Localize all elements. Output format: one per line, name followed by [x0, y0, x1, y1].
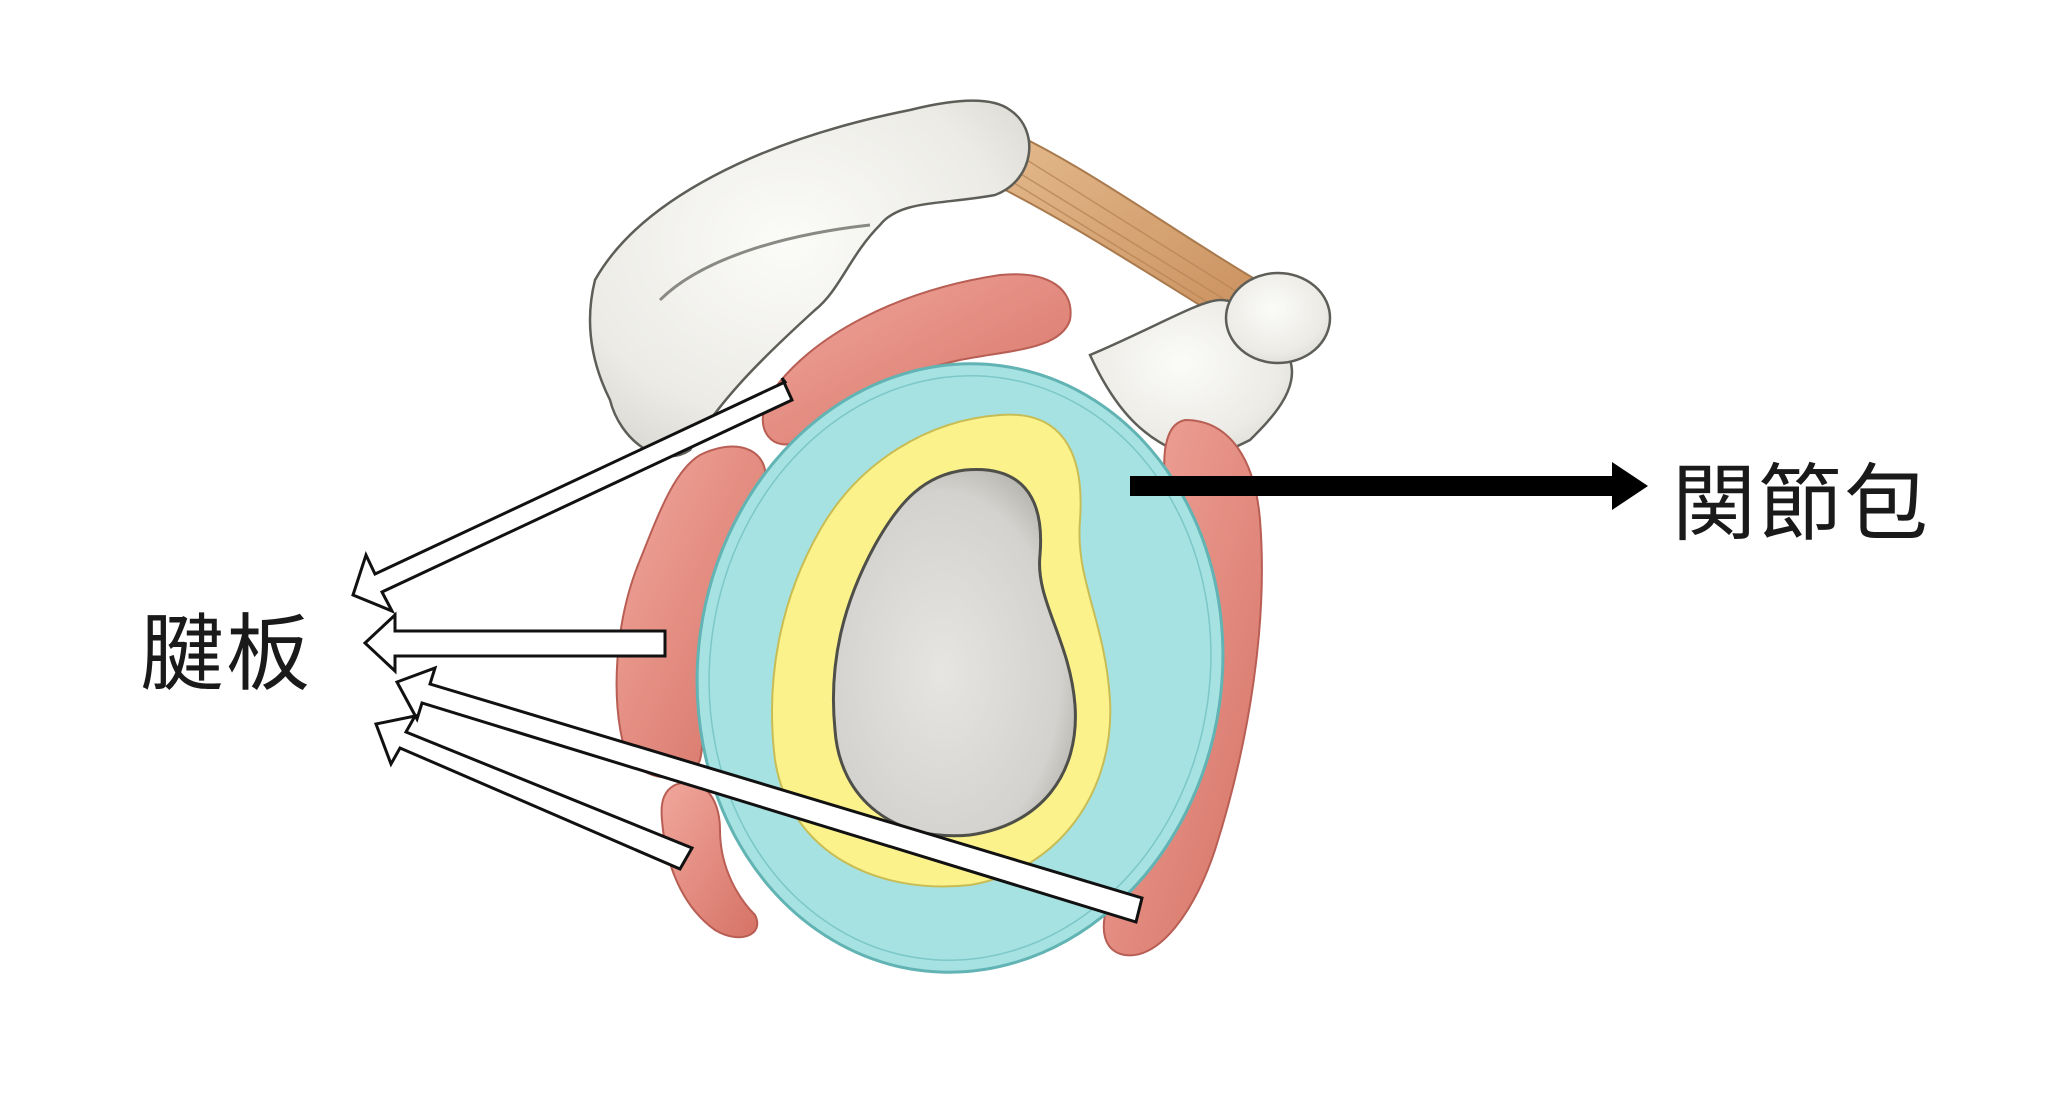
joint-capsule-inner-line: [708, 375, 1212, 961]
glenoid-fossa: [831, 467, 1077, 838]
tendon-arrow-2: [362, 611, 667, 675]
joint-capsule-label: 関節包: [1672, 455, 1931, 553]
acromion: [588, 99, 1031, 458]
ligament-fibers: [984, 139, 1251, 323]
tendon-arrow-1: [351, 377, 794, 614]
acromion-inner-edge: [658, 223, 871, 302]
tendon-pointer-arrows: [351, 377, 1144, 924]
capsule-pointer-arrow: [1130, 462, 1648, 510]
tendon-plate-label: 腱板: [140, 605, 313, 703]
tendon-anterior-lower: [660, 781, 759, 939]
tendon-arrow-4: [373, 713, 695, 871]
coracoid-tip: [1224, 271, 1332, 365]
tendon-arrow-3: [394, 665, 1144, 924]
